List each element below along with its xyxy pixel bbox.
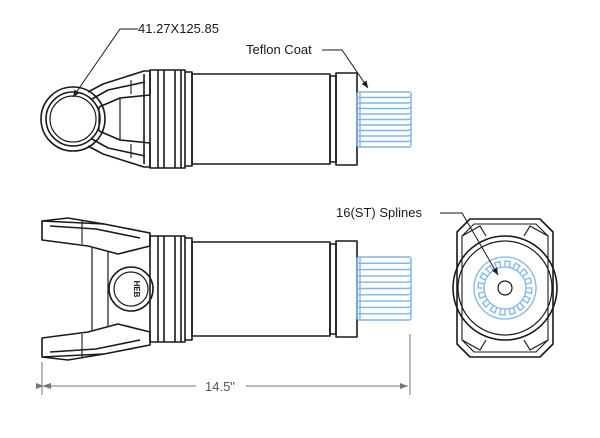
dimension-arrow-left [42,383,51,389]
end-ring-top [329,72,358,166]
spline-tooth [477,281,485,289]
spline-tooth [524,276,533,285]
spline-tooth-tip [406,127,412,132]
spline-tooth-tip [406,138,412,143]
dimension-top-label: 41.27X125.85 [138,21,219,36]
spline-tooth [525,287,533,295]
spline-tooth-tip [406,122,412,126]
yoke-arms-top [87,70,151,168]
collar-rings-side [149,235,193,343]
end-ring-side [329,240,358,338]
splines-top [356,91,412,148]
spline-tooth [522,295,531,304]
splines-leader [440,212,499,276]
spline-tooth [493,260,502,269]
spline-tooth-tip [406,291,412,296]
splines-side [356,256,412,321]
spline-tooth-tip [406,105,412,110]
spline-tooth [489,305,498,314]
tube-body-top [191,73,331,165]
spline-tooth [484,264,494,274]
spline-tooth-tip [406,285,412,290]
spline-root-circle [483,266,527,310]
spline-tooth [508,307,517,316]
spline-tooth-tip [406,272,412,277]
spline-tooth-tip [406,94,412,99]
yoke-ear-lower [41,323,151,361]
side-view [41,217,358,361]
splines-label: 16(ST) Splines [336,205,422,220]
top-view [40,69,358,169]
spline-tooth-tip [406,111,412,115]
spline-tooth [477,291,486,300]
spline-tooth [516,302,526,312]
tube-body-side [191,241,331,337]
coating-label: Teflon Coat [246,42,312,57]
spline-tooth-tip [406,116,412,121]
spline-tooth-tip [406,100,412,104]
spline-tooth [512,262,521,271]
spline-tooth-tip [406,266,412,271]
spline-tooth-tip [406,304,412,309]
yoke-boss [108,266,154,312]
dimension-top-leader [72,28,138,98]
overall-dimension [36,334,411,395]
spline-tooth-tip [406,278,412,283]
spline-tooth [504,260,512,268]
spline-tooth [519,267,529,277]
spline-tooth-tip [406,133,412,137]
yoke-ear-upper [41,217,151,255]
spline-tooth [481,299,491,309]
splines-end [473,256,537,320]
overall-length-label: 14.5" [205,379,235,394]
spline-tooth [479,272,488,281]
spline-tooth [498,308,506,316]
collar-rings-top [143,69,193,169]
end-view [452,218,558,358]
spline-tooth-tip [406,259,412,264]
coating-leader [322,49,369,89]
spline-outer-circle [473,256,537,320]
spline-tooth-tip [406,297,412,302]
spline-tooth-tip [406,310,412,315]
stamp-text: HEB [132,281,141,298]
